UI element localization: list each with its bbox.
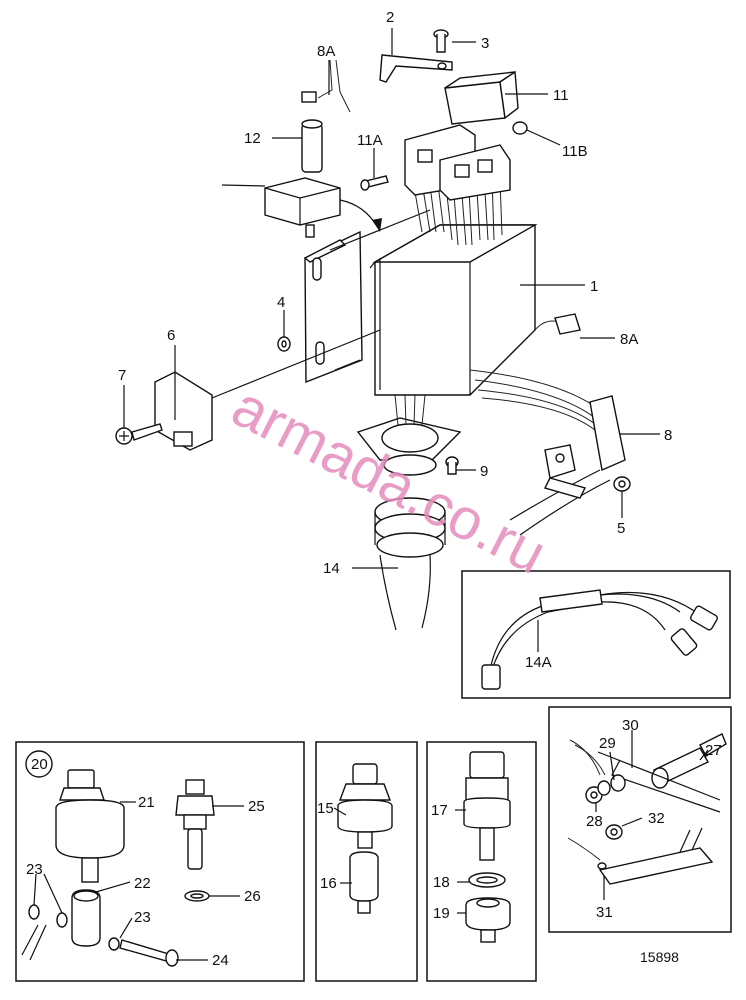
box-15-frame bbox=[315, 741, 418, 982]
label-25: 25 bbox=[248, 798, 265, 815]
sensor-25 bbox=[175, 779, 215, 870]
plug-connector bbox=[374, 497, 446, 558]
bracket-2 bbox=[379, 54, 453, 83]
label-11: 11 bbox=[553, 87, 569, 104]
label-22: 22 bbox=[134, 875, 151, 892]
circle-20 bbox=[25, 750, 53, 778]
relay-11 bbox=[444, 70, 519, 125]
wire-8a-top bbox=[301, 59, 351, 113]
label-20: 20 bbox=[31, 756, 48, 773]
relay-connector bbox=[404, 124, 511, 201]
wire-8a-right bbox=[534, 313, 581, 335]
label-29: 29 bbox=[599, 735, 616, 752]
nut-11b bbox=[512, 121, 528, 135]
connector-flange bbox=[356, 394, 462, 476]
label-5: 5 bbox=[617, 520, 625, 537]
label-14: 14 bbox=[323, 560, 340, 577]
box-17-frame bbox=[426, 741, 537, 982]
label-26: 26 bbox=[244, 888, 261, 905]
label-2: 2 bbox=[386, 9, 394, 26]
adapter-22 bbox=[71, 889, 101, 947]
label-3: 3 bbox=[481, 35, 489, 52]
label-8: 8 bbox=[664, 427, 672, 444]
arrow-head bbox=[372, 218, 382, 232]
bolt-24 bbox=[108, 937, 179, 967]
label-18: 18 bbox=[433, 874, 450, 891]
relay-box bbox=[221, 177, 341, 238]
screw-3 bbox=[433, 29, 449, 53]
sensor-15 bbox=[337, 763, 393, 849]
nut-32 bbox=[605, 824, 623, 840]
leader-6-line bbox=[211, 329, 381, 399]
label-8a-top: 8A bbox=[317, 43, 335, 60]
bracket-31 bbox=[567, 827, 714, 885]
fuse-12 bbox=[301, 119, 323, 173]
cable-14 bbox=[379, 554, 431, 631]
box-27-frame bbox=[548, 706, 732, 933]
washer-4 bbox=[277, 336, 291, 352]
label-12: 12 bbox=[244, 130, 261, 147]
washers-28-29 bbox=[569, 739, 626, 804]
leader-lines bbox=[33, 28, 709, 961]
harness-clip bbox=[543, 444, 587, 499]
nut-5 bbox=[613, 476, 631, 492]
sensor-17 bbox=[463, 751, 511, 861]
label-23-left: 23 bbox=[26, 861, 43, 878]
label-6: 6 bbox=[167, 327, 175, 344]
washer-26 bbox=[184, 890, 210, 902]
sensor-27 bbox=[651, 733, 727, 789]
inset-14a-frame bbox=[461, 570, 731, 699]
assembly-arrow bbox=[339, 199, 379, 229]
label-16: 16 bbox=[320, 875, 337, 892]
label-32: 32 bbox=[648, 810, 665, 827]
washers-23-left bbox=[21, 904, 68, 961]
screw-7 bbox=[115, 423, 163, 445]
sleeve-16 bbox=[349, 851, 379, 914]
screw-9 bbox=[445, 456, 459, 475]
label-17: 17 bbox=[431, 802, 448, 819]
label-19: 19 bbox=[433, 905, 450, 922]
label-28: 28 bbox=[586, 813, 603, 830]
label-21: 21 bbox=[138, 794, 155, 811]
label-11a: 11A bbox=[357, 132, 383, 149]
label-23-right: 23 bbox=[134, 909, 151, 926]
box-20-frame bbox=[15, 741, 305, 982]
label-1: 1 bbox=[590, 278, 598, 295]
part-labels: 2 3 8A 11 11B 11A 12 4 1 8A 6 7 8 9 5 14… bbox=[26, 9, 722, 969]
plate-30 bbox=[597, 751, 721, 813]
label-8a-right: 8A bbox=[620, 331, 638, 348]
label-30: 30 bbox=[622, 717, 639, 734]
nut-19 bbox=[465, 897, 511, 943]
screw-11a bbox=[360, 175, 389, 191]
label-4: 4 bbox=[277, 294, 285, 311]
control-box bbox=[369, 224, 538, 396]
label-9: 9 bbox=[480, 463, 488, 480]
plate-6 bbox=[154, 371, 213, 451]
cable-14a bbox=[481, 589, 718, 690]
drawing-number: 15898 bbox=[640, 949, 679, 965]
sensor-21 bbox=[55, 769, 125, 883]
label-27: 27 bbox=[705, 742, 722, 759]
harness-8 bbox=[469, 369, 626, 536]
label-31: 31 bbox=[596, 904, 613, 921]
label-15: 15 bbox=[317, 800, 334, 817]
label-7: 7 bbox=[118, 367, 126, 384]
washer-18 bbox=[468, 872, 506, 888]
label-24: 24 bbox=[212, 952, 229, 969]
label-11b: 11B bbox=[562, 143, 588, 160]
label-14a: 14A bbox=[525, 654, 552, 671]
